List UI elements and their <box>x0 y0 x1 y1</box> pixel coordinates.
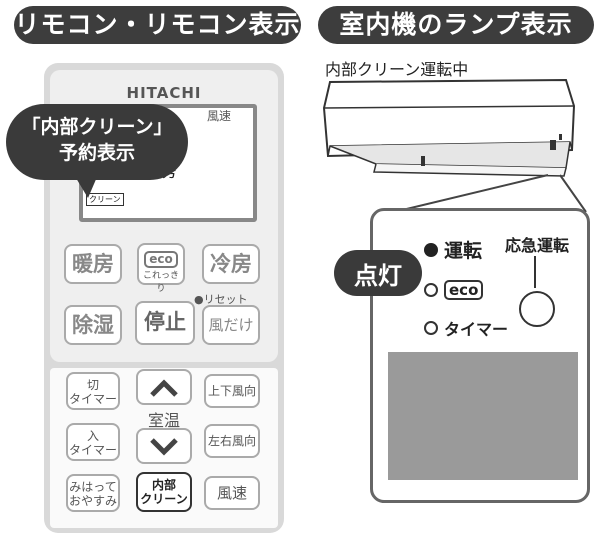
chevron-up-icon <box>150 379 178 397</box>
sleep-watch-button[interactable]: みはって おやすみ <box>66 474 120 512</box>
run-lamp-on <box>424 243 438 257</box>
eco-button[interactable]: eco これっきり <box>137 243 185 294</box>
off-timer-label-1: 切 <box>86 378 99 392</box>
lamp-on-callout-bubble <box>334 250 422 296</box>
lamp-on-callout-text: 点灯 <box>354 262 402 290</box>
vertical-swing-button[interactable]: 上下風向 <box>204 374 260 408</box>
on-timer-button[interactable]: 入 タイマー <box>66 423 120 461</box>
eco-logo: eco <box>144 251 178 268</box>
eco-lamp-off <box>424 283 438 297</box>
horizontal-swing-button[interactable]: 左右風向 <box>204 424 260 458</box>
dehumidify-button[interactable]: 除湿 <box>64 305 122 345</box>
sleep-label-1: みはって <box>69 480 117 494</box>
callout-line-2: 予約表示 <box>58 142 135 164</box>
eco-lamp-label: eco <box>444 280 484 300</box>
emergency-pointer-line <box>534 256 536 288</box>
reset-label: ●リセット <box>194 293 248 306</box>
emergency-run-label: 応急運転 <box>505 236 570 255</box>
heat-button[interactable]: 暖房 <box>64 244 122 284</box>
callout-line-1: 「内部クリーン」 <box>21 116 173 138</box>
inner-clean-label-2: クリーン <box>140 492 188 506</box>
remote-section-header: リモコン・リモコン表示 <box>14 6 301 44</box>
inner-clean-button[interactable]: 内部 クリーン <box>136 472 192 512</box>
lcd-speed-label: 風速 <box>207 109 232 123</box>
temp-label: 室温 <box>147 411 180 430</box>
temp-down-button[interactable] <box>136 428 192 464</box>
fan-speed-button[interactable]: 風速 <box>204 476 260 510</box>
timer-lamp-label: タイマー <box>444 320 509 339</box>
off-timer-label-2: タイマー <box>68 392 117 406</box>
zoom-lines <box>393 174 587 213</box>
fan-only-button[interactable]: 風だけ <box>202 305 260 345</box>
on-timer-label-2: タイマー <box>68 443 117 457</box>
on-timer-label-1: 入 <box>86 429 99 443</box>
stop-button[interactable]: 停止 <box>135 301 195 345</box>
sleep-label-2: おやすみ <box>68 494 117 508</box>
inner-clean-label-1: 内部 <box>151 478 176 492</box>
indoor-unit-status-caption: 内部クリーン運転中 <box>325 60 469 79</box>
cool-button[interactable]: 冷房 <box>202 244 260 284</box>
temp-up-button[interactable] <box>136 369 192 405</box>
emergency-run-button[interactable] <box>519 291 555 327</box>
chevron-down-icon <box>150 438 178 456</box>
inner-clean-callout-bubble <box>6 104 188 180</box>
indoor-unit-section-header: 室内機のランプ表示 <box>318 6 594 44</box>
eco-lamp-logo: eco <box>444 280 484 300</box>
timer-lamp-off <box>424 321 438 335</box>
indoor-unit-illustration <box>322 78 576 177</box>
eco-sub-label: これっきり <box>142 271 179 294</box>
sensor-window <box>388 352 578 480</box>
remote-brand-logo: HITACHI <box>126 84 202 102</box>
off-timer-button[interactable]: 切 タイマー <box>66 372 120 410</box>
run-lamp-label: 運転 <box>444 240 483 262</box>
lcd-clean-indicator: クリーン <box>86 193 124 206</box>
